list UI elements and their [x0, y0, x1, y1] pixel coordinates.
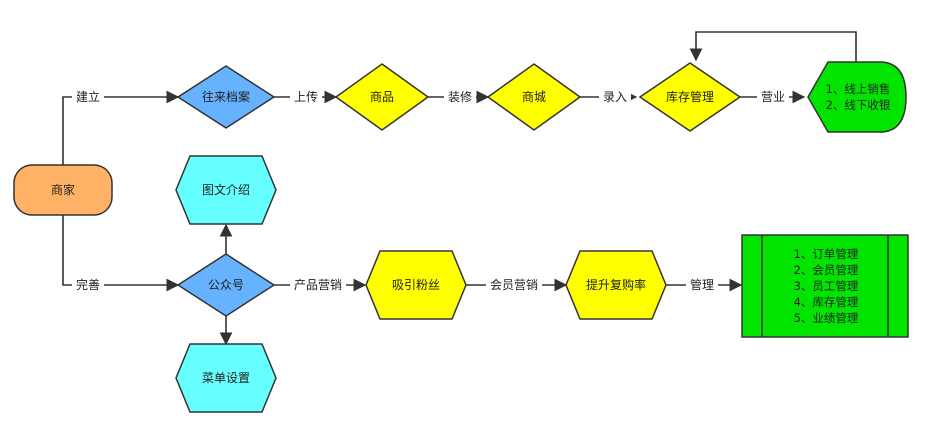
edge-sales-loop-back — [689, 31, 857, 62]
node-archive-label: 往来档案 — [202, 89, 250, 104]
node-sales-line-1: 1、线上销售 — [826, 82, 891, 96]
edge-labels: 建立 上传 装修 录入 营业 完善 产品营销 会员营销 管理 — [72, 89, 789, 293]
node-repurchase: 提升复购率 — [565, 250, 667, 320]
edge-label-manage: 管理 — [690, 277, 714, 292]
node-official-account-label: 公众号 — [208, 278, 244, 292]
node-menu-setup-label: 菜单设置 — [202, 371, 250, 385]
edge-label-enter: 录入 — [603, 90, 627, 104]
node-archive: 往来档案 — [176, 65, 276, 129]
management-item-4: 4、库存管理 — [794, 295, 859, 309]
node-menu-setup: 菜单设置 — [175, 343, 277, 413]
edge-label-member-marketing: 会员营销 — [490, 278, 538, 292]
node-product: 商品 — [334, 63, 430, 131]
node-product-label: 商品 — [370, 89, 394, 104]
node-attract-fans-label: 吸引粉丝 — [392, 278, 440, 292]
management-item-2: 2、会员管理 — [794, 263, 859, 277]
edge-merchant-to-account — [62, 215, 180, 292]
node-graphic-intro: 图文介绍 — [175, 155, 277, 225]
node-mall-label: 商城 — [522, 89, 546, 104]
node-inventory: 库存管理 — [638, 62, 742, 132]
edge-label-decorate: 装修 — [448, 89, 472, 104]
edge-label-improve: 完善 — [76, 277, 100, 292]
edge-label-upload: 上传 — [294, 89, 318, 104]
edge-label-build: 建立 — [76, 89, 100, 104]
node-mall: 商城 — [486, 63, 582, 131]
node-official-account: 公众号 — [176, 253, 276, 317]
management-item-3: 3、员工管理 — [794, 279, 859, 293]
node-management-list: 1、订单管理 2、会员管理 3、员工管理 4、库存管理 5、业绩管理 — [741, 234, 909, 338]
node-repurchase-label: 提升复购率 — [586, 277, 646, 292]
management-item-5: 5、业绩管理 — [794, 311, 859, 325]
node-attract-fans: 吸引粉丝 — [365, 250, 467, 320]
edge-merchant-to-archive — [62, 90, 180, 165]
edge-label-product-marketing: 产品营销 — [294, 278, 342, 292]
node-sales: 1、线上销售 2、线下收银 — [807, 61, 907, 133]
node-sales-line-2: 2、线下收银 — [826, 98, 891, 112]
node-merchant-label: 商家 — [51, 182, 75, 197]
management-item-1: 1、订单管理 — [794, 247, 859, 261]
node-graphic-intro-label: 图文介绍 — [202, 182, 250, 197]
edge-label-operate: 营业 — [761, 90, 785, 104]
node-merchant: 商家 — [13, 164, 113, 216]
node-inventory-label: 库存管理 — [666, 89, 714, 104]
